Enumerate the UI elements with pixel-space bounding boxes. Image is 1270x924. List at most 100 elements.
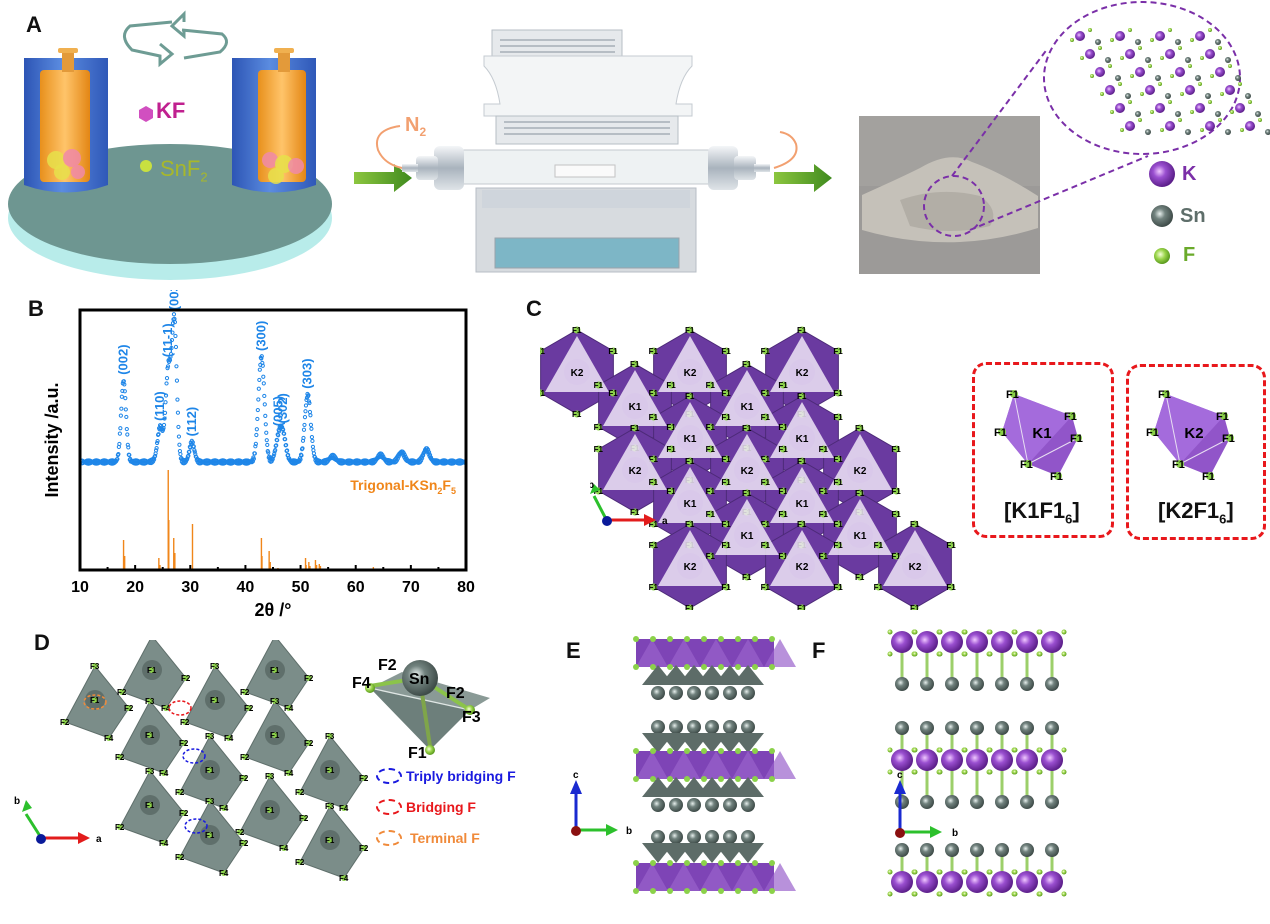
- sn-atom: [1135, 39, 1141, 45]
- f-site: [242, 754, 248, 760]
- f-site-label: F1: [1020, 459, 1033, 471]
- f-site-label: F1: [210, 696, 220, 705]
- k-site: [789, 553, 815, 579]
- f-atom: [1190, 110, 1194, 114]
- f-site: [609, 347, 617, 355]
- data-point: [173, 333, 178, 339]
- f-site-label: F1: [761, 389, 771, 398]
- k-atom: [1125, 121, 1135, 131]
- f-atom: [701, 776, 707, 782]
- sn-atom: [920, 721, 934, 735]
- data-point: [310, 444, 316, 449]
- f-site: [650, 520, 658, 528]
- f-site: [1220, 412, 1228, 420]
- f-site-label: F1: [819, 445, 829, 454]
- f-atom: [962, 891, 968, 897]
- f-site-label: F1: [649, 520, 659, 529]
- data-point: [126, 445, 131, 450]
- k-site: [677, 553, 703, 579]
- f-site: [181, 740, 187, 746]
- f-site-label: F2: [359, 774, 369, 783]
- k-site: [564, 359, 590, 385]
- f-site-label: F3: [145, 697, 155, 706]
- f-site-label: F2: [117, 688, 127, 697]
- sn-atom: [895, 843, 909, 857]
- f-site-label: F1: [721, 520, 731, 529]
- f-site-label: F3: [147, 640, 157, 641]
- sn-atom: [741, 798, 755, 812]
- k-atom: [891, 871, 913, 893]
- f-atom: [1012, 651, 1018, 657]
- f-atom: [962, 629, 968, 635]
- f-site: [1074, 434, 1082, 442]
- data-point: [172, 320, 178, 325]
- f-site-label: F1: [946, 583, 956, 592]
- data-point: [125, 442, 130, 447]
- f-site-label: F1: [721, 413, 731, 422]
- k-atom: [1165, 121, 1175, 131]
- f-site-label: F1: [1146, 427, 1159, 439]
- sn-atom: [920, 795, 934, 809]
- f-atom: [701, 664, 707, 670]
- f-atom: [633, 860, 639, 866]
- f-site-label: F4: [284, 704, 294, 713]
- k-site: [847, 522, 873, 548]
- f-site-label: F1: [706, 445, 716, 454]
- sn-atom: [687, 798, 701, 812]
- f-site: [743, 489, 751, 497]
- data-point: [118, 426, 123, 431]
- k-atom: [916, 749, 938, 771]
- f-atom: [718, 860, 724, 866]
- rotation-arrows-icon: [123, 10, 228, 68]
- f-atom: [1190, 38, 1194, 42]
- data-point: [264, 438, 269, 443]
- f-site: [327, 837, 333, 843]
- f-site-label: F1: [778, 552, 788, 561]
- f-site: [221, 870, 227, 876]
- sn-f-pyramid: [732, 733, 764, 753]
- f-atom: [1218, 46, 1222, 50]
- f-site: [161, 770, 167, 776]
- f-site: [834, 541, 842, 549]
- terminal-f-marker: [83, 694, 107, 710]
- f-site-label: F1: [855, 573, 865, 582]
- f-atom: [650, 636, 656, 642]
- sn-atom: [1125, 93, 1131, 99]
- sn-atom: [1045, 677, 1059, 691]
- f-site-label: F3: [265, 772, 275, 781]
- sn-f-pyramid: [732, 843, 764, 863]
- f-site: [1150, 428, 1158, 436]
- f-atom: [1012, 891, 1018, 897]
- legend-bridging: Bridging F: [376, 799, 476, 815]
- svg-text:c: c: [573, 770, 579, 781]
- f-site: [707, 381, 715, 389]
- f-site: [722, 455, 730, 463]
- data-point: [263, 422, 268, 427]
- data-point: [118, 413, 123, 418]
- legend-terminal: Terminal F: [376, 830, 480, 846]
- f-atom: [937, 629, 943, 635]
- zoom-line-top: [951, 47, 1049, 177]
- f-atom: [962, 869, 968, 875]
- f-atom: [1180, 92, 1184, 96]
- f-atom: [1090, 74, 1094, 78]
- f-atom: [1061, 869, 1067, 875]
- f-site-label: F1: [874, 583, 884, 592]
- xrd-chart: (002)(110)(11-1)(003)(112)(300)(005)(302…: [42, 290, 475, 620]
- sn-atom: [705, 798, 719, 812]
- k-site-label: K2: [796, 562, 809, 573]
- f-site-label: F4: [104, 734, 114, 743]
- f-site-label: F1: [325, 836, 335, 845]
- f-site: [707, 423, 715, 431]
- f-site: [341, 805, 347, 811]
- f-atom: [735, 860, 741, 866]
- f-atom: [1012, 769, 1018, 775]
- f-site: [306, 675, 312, 681]
- f-site: [286, 705, 292, 711]
- f-atom: [937, 747, 943, 753]
- milling-jar-left: [24, 48, 108, 193]
- data-point: [300, 446, 305, 451]
- k-atom: [991, 871, 1013, 893]
- sn-atom: [705, 830, 719, 844]
- data-point: [256, 397, 261, 402]
